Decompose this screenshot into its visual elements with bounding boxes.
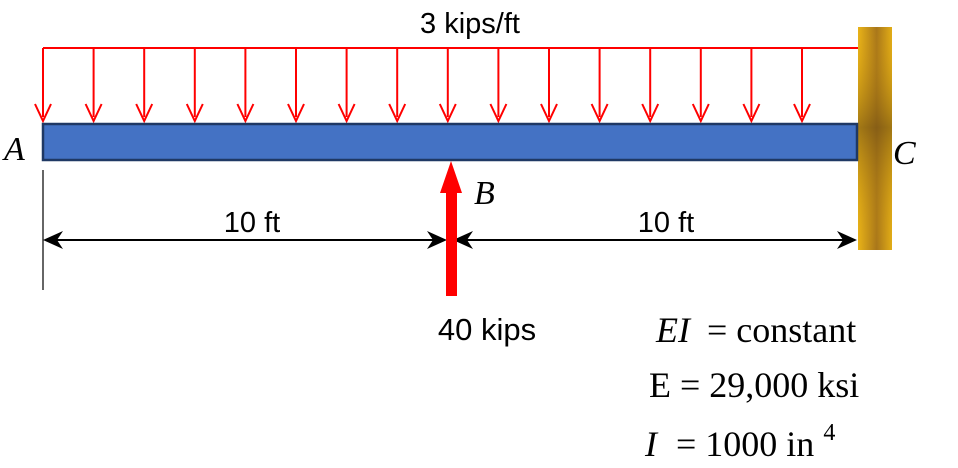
ei-value: = constant: [707, 310, 856, 350]
dimension-label-right: 10 ft: [638, 207, 694, 239]
load-arrow-head: [540, 103, 558, 124]
point-load-arrowhead: [440, 161, 462, 193]
distributed-load: 3 kips/ft: [34, 8, 858, 124]
point-label-a: A: [2, 131, 25, 168]
load-arrow-head: [691, 103, 710, 124]
beam: [41, 122, 859, 162]
i-value: = 1000 in: [676, 424, 814, 464]
ei-line: EI = constant: [655, 310, 856, 350]
load-arrow-head: [388, 103, 407, 124]
load-arrow-head: [185, 103, 204, 124]
load-arrow-head: [742, 103, 761, 124]
dimension-lines: 10 ft 10 ft: [42, 170, 857, 290]
load-arrow-head: [438, 103, 457, 124]
load-arrow-head: [337, 103, 356, 124]
load-arrow-head: [287, 103, 305, 124]
e-line: E = 29,000 ksi: [649, 365, 859, 405]
load-arrow-head: [793, 103, 811, 124]
point-label-c: C: [893, 135, 916, 172]
load-arrow-head: [34, 103, 52, 124]
dimension-label-left: 10 ft: [224, 207, 280, 239]
point-load-label: 40 kips: [438, 312, 536, 347]
fixed-support-c: [858, 27, 892, 250]
load-arrow-head: [135, 103, 154, 124]
wall-shade: [858, 27, 892, 250]
load-arrow-head: [84, 103, 103, 124]
load-arrow-head: [236, 103, 255, 124]
load-arrow-head: [590, 103, 609, 124]
i-symbol: I: [644, 424, 659, 464]
i-line: I = 1000 in 4: [644, 420, 835, 464]
material-properties: EI = constant E = 29,000 ksi I = 1000 in…: [644, 310, 859, 464]
distributed-load-label: 3 kips/ft: [420, 8, 520, 40]
point-load-b: 40 kips: [438, 161, 536, 347]
dimension-arrowhead: [427, 231, 447, 249]
load-arrow-head: [641, 103, 660, 124]
point-load-shaft: [446, 190, 457, 296]
load-arrows: [34, 48, 811, 124]
i-exponent: 4: [823, 420, 835, 446]
dimension-arrowhead: [453, 231, 473, 249]
dimension-arrowhead: [837, 231, 857, 249]
load-arrow-head: [489, 103, 508, 124]
ei-symbol: EI: [655, 310, 692, 350]
dimension-arrowhead: [43, 231, 63, 249]
point-label-b: B: [474, 175, 495, 212]
